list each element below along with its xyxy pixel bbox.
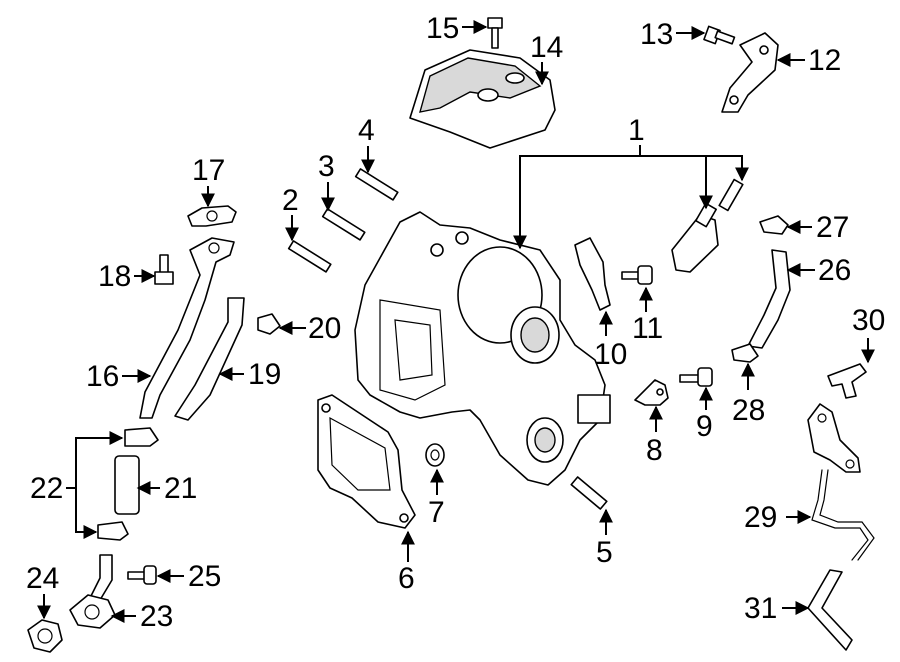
stud-part-2 [287, 240, 332, 273]
stud-part-3 [321, 208, 366, 241]
callout-6: 6 [398, 562, 415, 595]
turbocharger-part [354, 211, 611, 486]
callout-2: 2 [282, 184, 299, 217]
bolt-part-18 [154, 254, 174, 285]
hose-part-19 [174, 297, 245, 421]
callout-17: 17 [192, 154, 225, 187]
callout-13: 13 [640, 18, 673, 51]
callout-10: 10 [594, 338, 627, 371]
stud-part-5 [570, 476, 608, 510]
bolt-part-9 [679, 367, 713, 387]
clamp-part-28 [731, 343, 759, 363]
clamp-part-22-top [124, 427, 159, 447]
callout-4: 4 [358, 114, 375, 147]
actuator-part [671, 202, 719, 273]
gasket-part-24 [27, 619, 63, 653]
hose-part-26 [747, 249, 791, 349]
gasket-part-6 [317, 394, 416, 529]
callout-9: 9 [696, 410, 713, 443]
callout-8: 8 [646, 434, 663, 467]
callout-20: 20 [308, 312, 341, 345]
callout-15: 15 [426, 12, 459, 45]
callout-1: 1 [628, 114, 645, 147]
bolt-part-15 [487, 17, 503, 49]
callout-31: 31 [744, 592, 777, 625]
callout-23: 23 [140, 600, 173, 633]
tube-part-31 [807, 569, 853, 651]
bolt-part-25 [127, 565, 157, 585]
callout-22: 22 [30, 472, 63, 505]
bolt-part-13 [703, 25, 736, 45]
callout-3: 3 [318, 150, 335, 183]
callout-29: 29 [744, 501, 777, 534]
callout-30: 30 [852, 304, 885, 337]
callout-5: 5 [596, 536, 613, 569]
callout-12: 12 [808, 44, 841, 77]
hose-part-21 [114, 455, 140, 515]
pipe-part-30 [827, 363, 867, 399]
nut-part-7 [425, 443, 445, 467]
callout-25: 25 [188, 560, 221, 593]
bracket-part-12 [721, 32, 779, 113]
gasket-part-17 [187, 205, 237, 227]
bracket-part-10 [574, 237, 611, 311]
bracket-part-29 [807, 403, 875, 561]
callout-7: 7 [428, 496, 445, 529]
callout-28: 28 [732, 394, 765, 427]
callout-21: 21 [164, 472, 197, 505]
callout-27: 27 [816, 211, 849, 244]
callout-26: 26 [818, 254, 851, 287]
bracket-part-8 [634, 379, 669, 406]
clamp-part-27 [759, 215, 789, 235]
callout-24: 24 [26, 562, 59, 595]
stud-part-4 [354, 168, 399, 201]
bolt-part-11 [621, 265, 653, 285]
callout-14: 14 [530, 31, 563, 64]
callout-16: 16 [86, 360, 119, 393]
callout-11: 11 [632, 312, 663, 345]
pin-part [718, 178, 744, 212]
callout-19: 19 [248, 358, 281, 391]
heat-shield-part [409, 49, 556, 149]
leader-arrows [37, 20, 875, 623]
callout-labels: 1 2 3 4 5 6 7 8 9 10 11 12 13 14 15 16 1… [26, 12, 885, 633]
pipe-part-23 [69, 554, 116, 629]
clamp-part-20 [257, 313, 281, 335]
clamp-part-22-bottom [97, 521, 129, 541]
callout-18: 18 [98, 260, 131, 293]
oil-pipe-part-16 [139, 237, 235, 419]
